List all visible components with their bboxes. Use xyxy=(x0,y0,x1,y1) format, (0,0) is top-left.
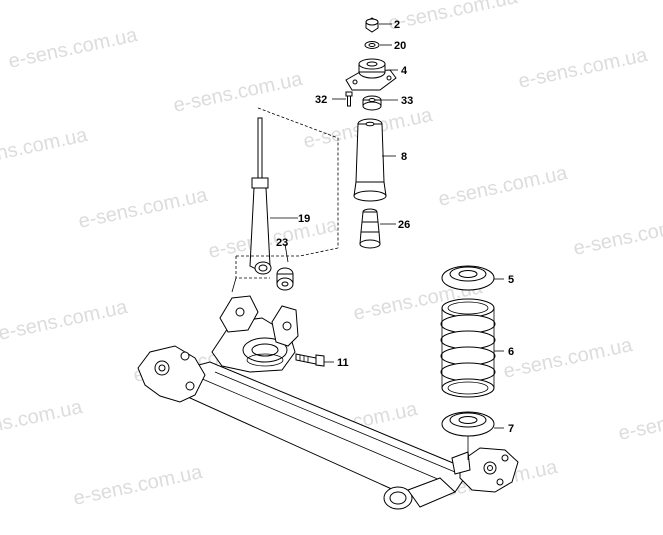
nut-2 xyxy=(365,17,379,33)
watermark: e-sens.com.ua xyxy=(386,0,520,35)
bolt-11 xyxy=(295,353,325,367)
assembly-guide-lines xyxy=(231,107,339,293)
bushing-33 xyxy=(362,95,382,111)
bushing-23 xyxy=(276,267,294,291)
bolt-32 xyxy=(345,91,353,107)
callout-23: 23 xyxy=(276,237,288,249)
callout-32: 32 xyxy=(315,94,327,106)
callout-20: 20 xyxy=(394,40,406,52)
watermark: e-sens.com.ua xyxy=(6,24,140,73)
watermark: e-sens.com.ua xyxy=(571,211,663,260)
callout-4: 4 xyxy=(401,65,408,77)
watermark: e-sens.com.ua xyxy=(516,44,650,93)
watermark: e-sens.com.ua xyxy=(71,461,205,510)
leader-lines xyxy=(270,23,504,429)
strut-mount-4 xyxy=(345,58,397,91)
watermark: e-sens.com.ua xyxy=(0,396,85,445)
coil-spring-6 xyxy=(440,298,496,398)
callout-33: 33 xyxy=(401,95,413,107)
callout-5: 5 xyxy=(508,274,514,286)
callout-19: 19 xyxy=(298,213,310,225)
shock-absorber xyxy=(249,117,272,275)
watermark: e-sens.com.ua xyxy=(206,214,340,263)
callout-6: 6 xyxy=(508,346,514,358)
watermark: e-sens.com.ua xyxy=(436,162,570,211)
spring-seat-5 xyxy=(441,265,495,291)
watermark: e-sens.com.ua xyxy=(616,396,663,445)
watermark: e-sens.com.ua xyxy=(171,68,305,117)
dust-boot-8 xyxy=(353,118,387,202)
callout-7: 7 xyxy=(508,423,514,435)
rear-axle-beam xyxy=(137,295,519,510)
bump-stop-26 xyxy=(359,208,381,249)
spring-seat-7 xyxy=(441,411,495,437)
watermark: e-sens.com.ua xyxy=(0,124,90,173)
watermark: e-sens.com.ua xyxy=(76,184,210,233)
watermark: e-sens.com.ua xyxy=(0,296,130,345)
callout-26: 26 xyxy=(398,219,410,231)
watermark: e-sens.com.ua xyxy=(501,334,635,383)
callout-8: 8 xyxy=(401,151,407,163)
callout-11: 11 xyxy=(337,357,349,369)
washer-20 xyxy=(364,41,380,49)
callout-2: 2 xyxy=(394,19,400,31)
